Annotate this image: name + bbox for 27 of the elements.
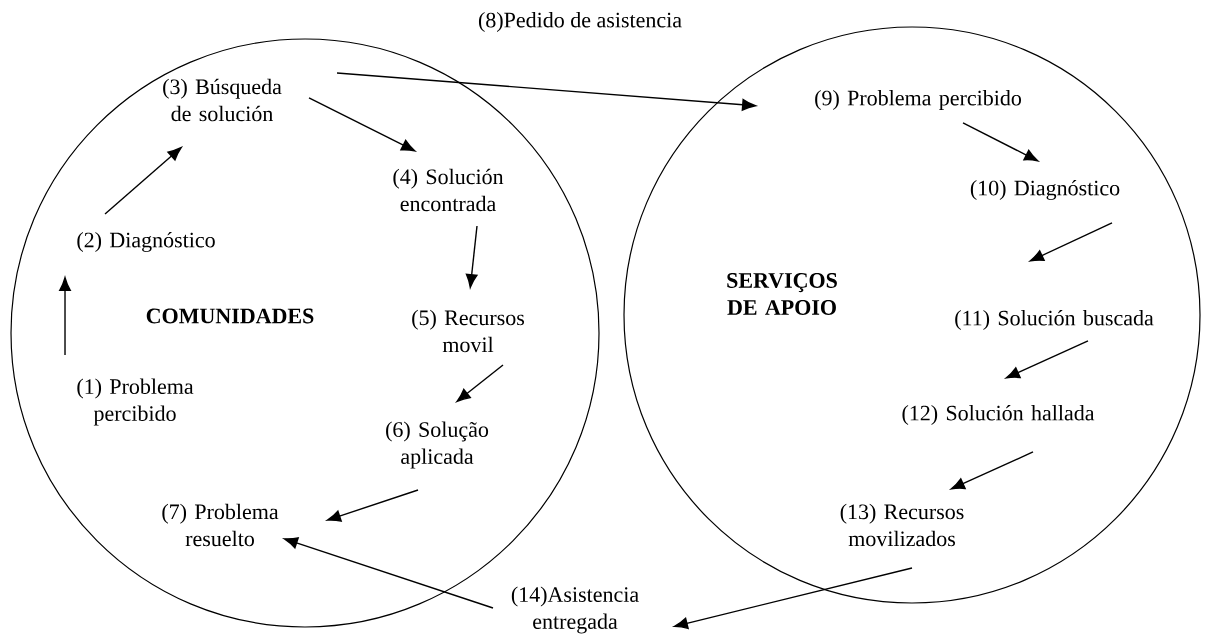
arrow xyxy=(308,97,416,152)
step-text: (7) Problema resuelto xyxy=(162,503,279,547)
step-text: (4) Solución encontrada xyxy=(393,168,504,212)
step-text: (3) Búsqueda de solución xyxy=(163,78,282,122)
arrow xyxy=(950,451,1034,490)
arrow xyxy=(104,147,182,215)
step-text: (5) Recursos movil xyxy=(412,309,524,353)
arrow xyxy=(465,225,478,289)
edge-label: (8)Pedido de asistencia xyxy=(477,11,684,33)
arrow xyxy=(326,489,419,522)
step-text: (13) Recursos movilizados xyxy=(840,503,964,547)
arrow xyxy=(336,72,757,111)
arrow xyxy=(456,364,504,402)
step-text: (6) Solução aplicada xyxy=(386,421,489,469)
arrow xyxy=(59,276,71,356)
arrow xyxy=(283,537,494,609)
arrow xyxy=(1005,340,1089,379)
step-text: (2) Diagnóstico xyxy=(77,231,215,252)
step-text: (14)Asistencia entregada xyxy=(511,586,639,634)
arrow xyxy=(962,122,1039,162)
step-text: (1) Problema percibido xyxy=(77,378,194,426)
arrow xyxy=(1029,222,1113,262)
step-text: (9) Problema percibido xyxy=(815,90,1022,110)
arrow xyxy=(673,567,913,630)
step-text: (12) Solución hallada xyxy=(902,405,1095,425)
step-text: (11) Solución buscada xyxy=(955,310,1154,330)
step-text: (10) Diagnóstico xyxy=(970,179,1120,200)
